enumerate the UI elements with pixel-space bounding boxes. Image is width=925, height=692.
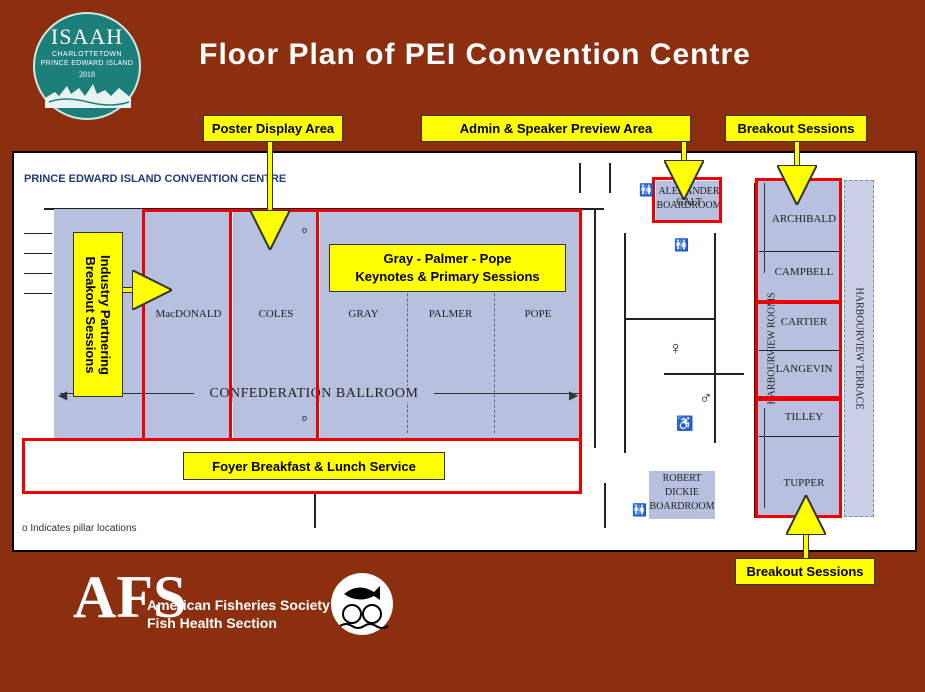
room-pope-label: POPE xyxy=(524,308,552,320)
org-name-line1: American Fisheries Society xyxy=(147,597,330,613)
logo-province: PRINCE EDWARD ISLAND xyxy=(40,60,134,67)
room-cartier-label: CARTIER xyxy=(780,316,828,328)
pillar-icon: o xyxy=(302,413,308,423)
divider xyxy=(407,273,408,433)
room-gray-label: GRAY xyxy=(348,308,379,320)
breakout-callout-bottom: Breakout Sessions xyxy=(735,558,875,585)
arrow-left-icon: ◀ xyxy=(58,388,68,402)
logo-year: 2018 xyxy=(79,70,95,79)
foyer-callout: Foyer Breakfast & Lunch Service xyxy=(183,452,445,480)
wall xyxy=(609,163,611,193)
org-name: American Fisheries Society Fish Health S… xyxy=(147,596,330,632)
highlight-cartier-langevin xyxy=(755,301,842,399)
alexander-galt-label-2: BOARDROOM xyxy=(656,200,722,211)
keynote-callout-line2: Keynotes & Primary Sessions xyxy=(355,269,540,284)
room-robert-dickie xyxy=(649,471,715,519)
keynote-callout: Gray - Palmer - Pope Keynotes & Primary … xyxy=(329,244,566,292)
breakout-callout-top: Breakout Sessions xyxy=(725,115,867,142)
wall xyxy=(594,208,596,448)
room-divider xyxy=(759,251,841,252)
fish-health-section-logo-icon xyxy=(331,573,393,635)
arrow-right-icon: ▶ xyxy=(569,388,579,402)
plan-heading: PRINCE EDWARD ISLAND CONVENTION CENTRE xyxy=(24,173,287,185)
washroom-icon: 🚻 xyxy=(639,183,654,197)
room-macdonald xyxy=(145,209,232,441)
robert-dickie-label-3: BOARDROOM xyxy=(649,501,715,512)
wall xyxy=(24,253,52,254)
floor-plan: PRINCE EDWARD ISLAND CONVENTION CENTRE S… xyxy=(12,151,917,552)
isaah-logo: ISAAH CHARLOTTETOWN PRINCE EDWARD ISLAND… xyxy=(33,12,141,120)
room-archibald-label: ARCHIBALD xyxy=(771,213,837,225)
wall xyxy=(314,493,316,528)
admin-callout: Admin & Speaker Preview Area xyxy=(421,115,691,142)
room-palmer-label: PALMER xyxy=(428,308,473,320)
wall xyxy=(24,233,52,234)
room-tilley-label: TILLEY xyxy=(784,411,824,423)
men-washroom-icon: ♂ xyxy=(699,388,713,408)
pillar-note: o Indicates pillar locations xyxy=(22,523,137,534)
divider xyxy=(494,273,495,433)
wall xyxy=(714,233,716,443)
room-divider xyxy=(759,350,841,351)
keynote-callout-line1: Gray - Palmer - Pope xyxy=(383,251,512,266)
room-coles-label: COLES xyxy=(258,308,294,320)
women-washroom-icon: ♀ xyxy=(669,338,683,358)
room-divider xyxy=(759,436,841,437)
pillar-note-symbol: o xyxy=(22,523,28,534)
room-macdonald-label: MacDONALD xyxy=(155,308,222,320)
robert-dickie-label-1: ROBERT xyxy=(662,473,702,484)
harbourview-terrace xyxy=(844,180,874,517)
accessible-icon: ♿ xyxy=(676,415,694,431)
wall xyxy=(579,163,581,193)
span-arrow-line xyxy=(764,183,765,273)
logo-city: CHARLOTTETOWN xyxy=(51,51,123,58)
wall xyxy=(24,273,52,274)
pillar-note-text: Indicates pillar locations xyxy=(30,523,137,534)
robert-dickie-label-2: DICKIE xyxy=(665,487,699,498)
span-arrow-line xyxy=(764,408,765,508)
afs-logo: AFS xyxy=(73,566,186,632)
wall xyxy=(604,483,606,528)
washroom-icon: 🚻 xyxy=(674,238,689,252)
wall xyxy=(624,318,714,320)
logo-skyline-icon xyxy=(45,84,131,108)
poster-callout: Poster Display Area xyxy=(203,115,343,142)
wall xyxy=(624,233,626,453)
washroom-icon: 🚻 xyxy=(632,503,647,517)
logo-title: ISAAH xyxy=(50,24,124,49)
room-tupper-label: TUPPER xyxy=(783,477,825,489)
room-harbourview xyxy=(757,180,841,517)
room-campbell-label: CAMPBELL xyxy=(774,266,834,278)
page-title: Floor Plan of PEI Convention Centre xyxy=(199,38,751,71)
highlight-foyer xyxy=(22,438,582,494)
pillar-icon: o xyxy=(302,225,308,235)
industry-callout: Industry Partnering Breakout Sessions xyxy=(73,232,123,397)
afs-mark: AFS xyxy=(73,564,187,630)
wall xyxy=(664,373,744,375)
wall xyxy=(24,293,52,294)
ballroom-label: CONFEDERATION BALLROOM xyxy=(194,386,434,402)
poster-callout-label: Poster Display Area xyxy=(211,121,335,136)
org-name-line2: Fish Health Section xyxy=(147,615,277,631)
room-langevin-label: LANGEVIN xyxy=(775,363,833,375)
